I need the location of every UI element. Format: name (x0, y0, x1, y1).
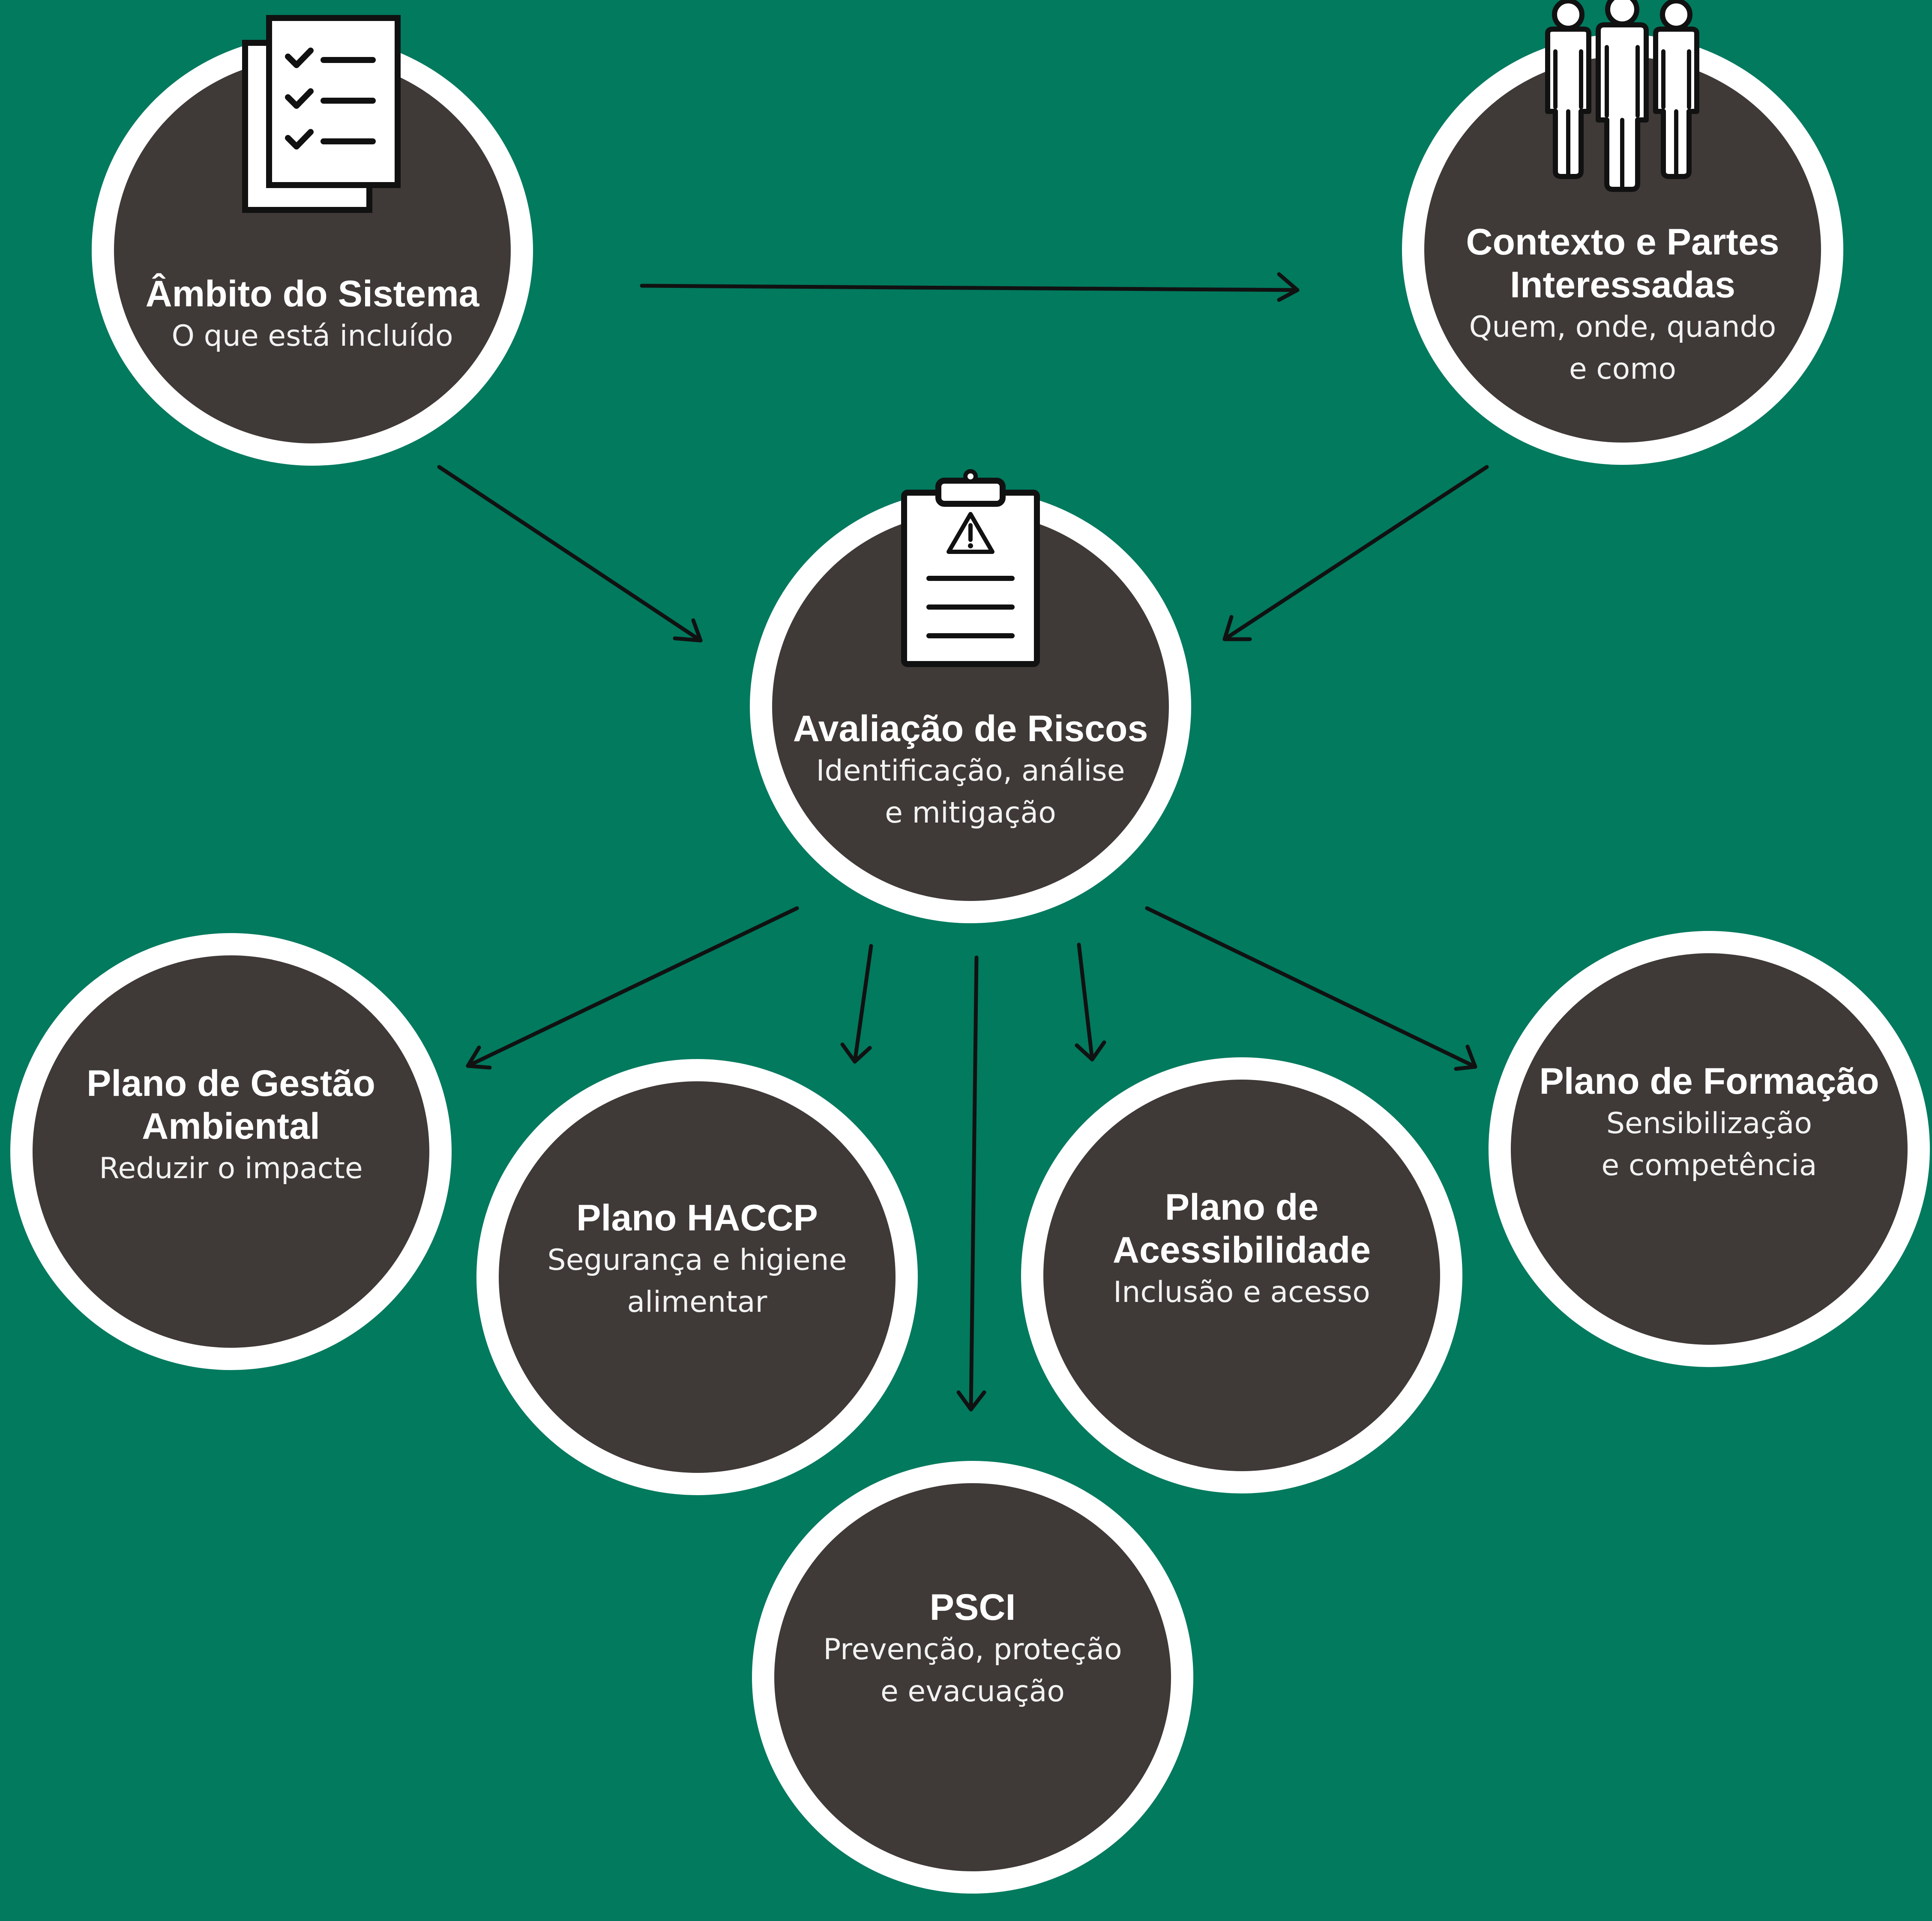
people-group-icon (1545, 0, 1699, 192)
node-title: Plano de Formação (1539, 1061, 1879, 1102)
checklist-icon (242, 15, 401, 213)
node-description-line-2: alimentar (627, 1285, 767, 1319)
node-description-line-2: e como (1569, 352, 1677, 386)
node-title-line-2: Acessibilidade (1112, 1230, 1371, 1271)
arrow-avaliacao-to-gestao-ambiental (466, 906, 799, 1070)
node-psci: PSCI Prevenção, proteção e evacuação (752, 1461, 1193, 1894)
node-title-line-2: Ambiental (142, 1106, 320, 1147)
node-plano-gestao-ambiental: Plano de Gestão Ambiental Reduzir o impa… (10, 933, 452, 1370)
node-title: Avaliação de Riscos (793, 708, 1148, 749)
node-description-line-1: Quem, onde, quando (1469, 310, 1776, 344)
arrow-ambito-to-contexto (640, 272, 1300, 302)
node-plano-de-formacao: Plano de Formação Sensibilização e compe… (1489, 931, 1930, 1367)
node-description-line-1: Sensibilização (1606, 1107, 1812, 1140)
node-title: Âmbito do Sistema (145, 273, 479, 314)
node-title-line-1: Plano de Gestão (87, 1063, 375, 1104)
node-description: Reduzir o impacte (99, 1152, 363, 1185)
arrow-avaliacao-to-haccp (840, 944, 873, 1064)
arrow-avaliacao-to-formacao (1145, 906, 1477, 1071)
node-plano-acessibilidade: Plano de Acessibilidade Inclusão e acess… (1021, 1057, 1462, 1493)
node-description-line-1: Prevenção, proteção (823, 1633, 1122, 1667)
node-title-line-1: Contexto e Partes (1466, 221, 1779, 263)
arrow-avaliacao-to-acessibilidade (1075, 943, 1106, 1062)
clipboard-warning-icon (901, 469, 1040, 667)
node-description: Inclusão e acesso (1113, 1275, 1370, 1309)
arrows (437, 272, 1489, 1412)
node-description-line-2: e mitigação (885, 796, 1056, 830)
arrow-avaliacao-to-psci (956, 955, 986, 1412)
node-title-line-1: Plano de (1165, 1187, 1319, 1228)
node-title-line-2: Interessadas (1510, 264, 1735, 305)
node-description: O que está incluído (171, 319, 453, 353)
arrow-contexto-to-avaliacao (1222, 465, 1489, 641)
node-title: Plano HACCP (576, 1197, 818, 1239)
node-description-line-1: Identificação, análise (816, 754, 1125, 788)
arrow-ambito-to-avaliacao (437, 465, 703, 643)
node-description-line-2: e evacuação (880, 1675, 1065, 1709)
node-title: PSCI (929, 1587, 1016, 1628)
node-description-line-2: e competência (1601, 1149, 1817, 1182)
node-plano-haccp: Plano HACCP Segurança e higiene alimenta… (476, 1059, 918, 1495)
node-description-line-1: Segurança e higiene (547, 1243, 847, 1277)
